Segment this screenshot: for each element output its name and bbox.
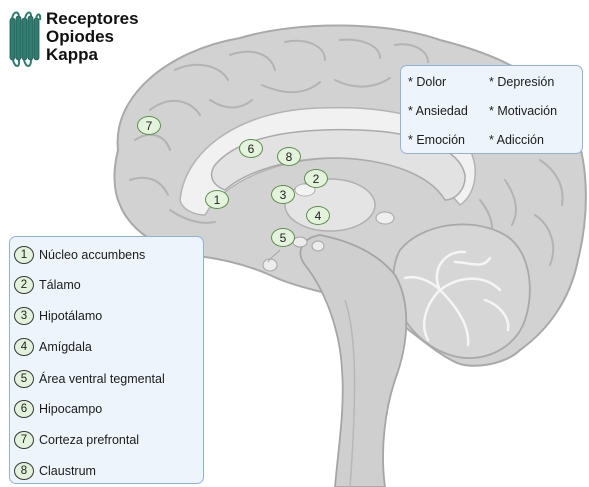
legend-number: 7 bbox=[14, 431, 34, 449]
legend-item: 6 Hipocampo bbox=[14, 400, 102, 418]
legend-label: Amígdala bbox=[39, 340, 92, 354]
marker-7: 7 bbox=[137, 116, 161, 135]
legend-label: Tálamo bbox=[39, 278, 81, 292]
marker-3: 3 bbox=[271, 185, 295, 204]
legend-label: Área ventral tegmental bbox=[39, 372, 165, 386]
effect-item: * Motivación bbox=[489, 104, 557, 118]
legend-number: 8 bbox=[14, 462, 34, 480]
legend-item: 7 Corteza prefrontal bbox=[14, 431, 139, 449]
marker-2: 2 bbox=[304, 169, 328, 188]
cerebellum bbox=[393, 224, 529, 358]
legend-label: Hipotálamo bbox=[39, 309, 102, 323]
legend-number: 6 bbox=[14, 400, 34, 418]
legend-number: 3 bbox=[14, 307, 34, 325]
legend-label: Corteza prefrontal bbox=[39, 433, 139, 447]
legend-number: 5 bbox=[14, 370, 34, 388]
legend-item: 1 Núcleo accumbens bbox=[14, 246, 145, 264]
legend-label: Claustrum bbox=[39, 464, 96, 478]
legend-number: 2 bbox=[14, 276, 34, 294]
legend-label: Hipocampo bbox=[39, 402, 102, 416]
legend-item: 4 Amígdala bbox=[14, 338, 92, 356]
diagram-title: Receptores Opiodes Kappa bbox=[46, 10, 139, 64]
effect-item: * Depresión bbox=[489, 75, 554, 89]
marker-8: 8 bbox=[277, 147, 301, 166]
legend-number: 4 bbox=[14, 338, 34, 356]
legend-item: 5 Área ventral tegmental bbox=[14, 370, 165, 388]
title-line: Receptores bbox=[46, 10, 139, 28]
title-block: Receptores Opiodes Kappa bbox=[8, 8, 139, 72]
legend-item: 3 Hipotálamo bbox=[14, 307, 102, 325]
marker-4: 4 bbox=[306, 206, 330, 225]
marker-5: 5 bbox=[271, 228, 295, 247]
legend-label: Núcleo accumbens bbox=[39, 248, 145, 262]
kappa-receptor-icon bbox=[8, 8, 42, 72]
brainstem bbox=[300, 235, 406, 487]
legend-item: 8 Claustrum bbox=[14, 462, 96, 480]
effect-item: * Dolor bbox=[408, 75, 446, 89]
marker-6: 6 bbox=[239, 139, 263, 158]
effects-box: * Dolor * Depresión * Ansiedad * Motivac… bbox=[400, 65, 583, 154]
title-line: Kappa bbox=[46, 46, 139, 64]
effect-item: * Adicción bbox=[489, 133, 544, 147]
title-line: Opiodes bbox=[46, 28, 139, 46]
legend-number: 1 bbox=[14, 246, 34, 264]
marker-1: 1 bbox=[205, 190, 229, 209]
legend-item: 2 Tálamo bbox=[14, 276, 81, 294]
legend-box: 1 Núcleo accumbens 2 Tálamo 3 Hipotálamo… bbox=[9, 236, 204, 484]
effect-item: * Emoción bbox=[408, 133, 465, 147]
effect-item: * Ansiedad bbox=[408, 104, 468, 118]
